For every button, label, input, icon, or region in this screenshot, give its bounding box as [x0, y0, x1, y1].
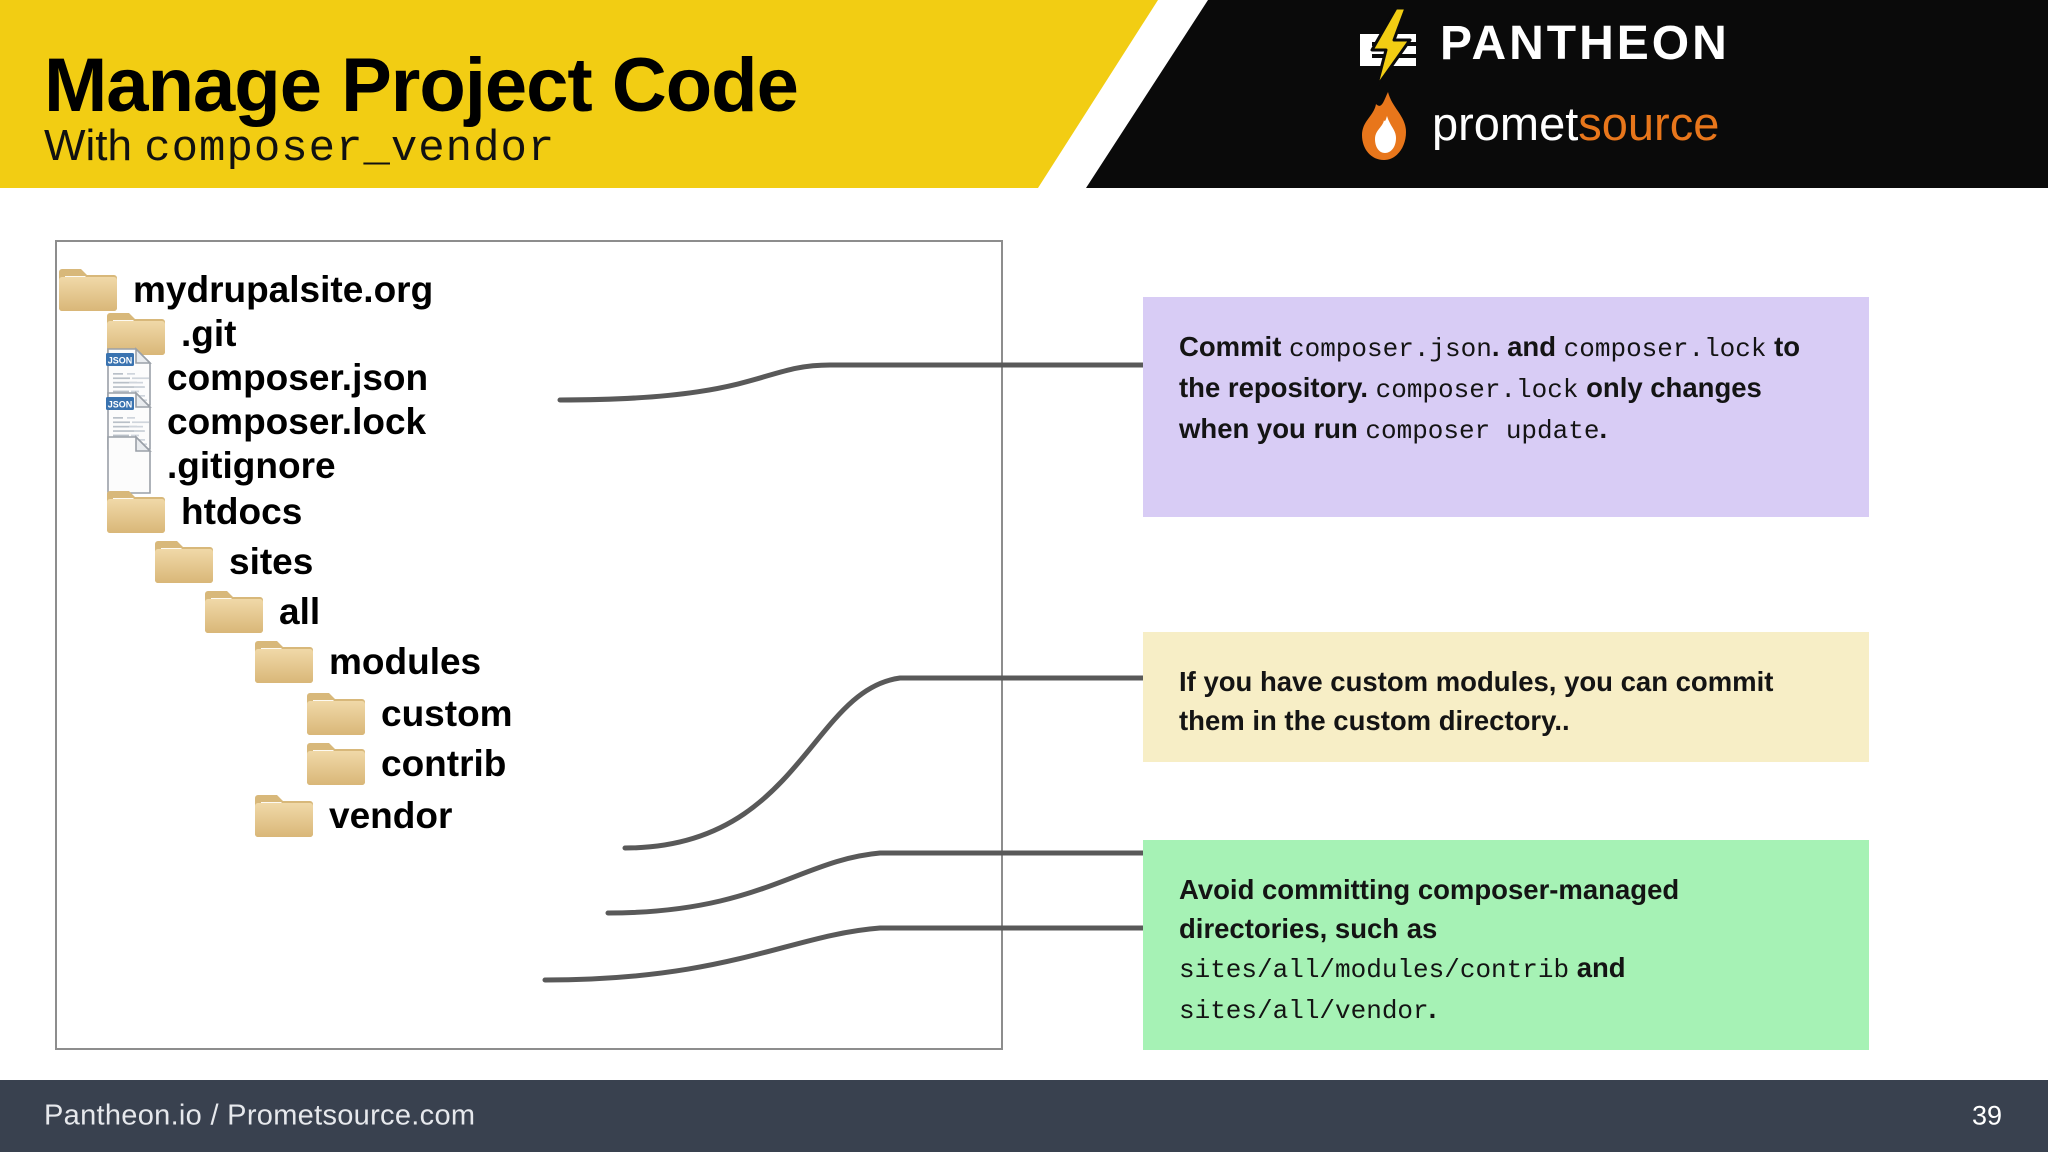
tree-item-label: contrib	[381, 742, 507, 784]
callout-avoid-committing: Avoid committing composer-managed direct…	[1143, 840, 1869, 1050]
tree-item-htdocs[interactable]: htdocs	[105, 482, 302, 540]
flame-icon	[1362, 92, 1406, 160]
inline-text: only changes when you run	[1179, 371, 1762, 444]
callout-text: If you have custom modules, you can comm…	[1179, 662, 1833, 740]
tree-item-vendor[interactable]: vendor	[253, 786, 452, 844]
tree-item-all[interactable]: all	[203, 582, 320, 640]
folder-icon	[255, 641, 313, 683]
callout-text: Avoid committing composer-managed direct…	[1179, 870, 1833, 1030]
inline-code: composer.lock	[1563, 334, 1767, 364]
pantheon-logo: PANTHEON	[1354, 8, 1954, 88]
page-subtitle: With composer_vendor	[44, 121, 556, 174]
tree-item-label: composer.json	[167, 356, 429, 398]
svg-text:JSON: JSON	[108, 355, 133, 365]
page-number: 39	[1971, 1100, 2002, 1131]
inline-code: sites/all/modules/contrib	[1179, 955, 1570, 986]
tree-item-label: .git	[181, 312, 237, 354]
tree-item-label: all	[279, 590, 321, 632]
inline-code: sites/all/vendor	[1179, 996, 1429, 1026]
folder-icon	[205, 591, 263, 633]
folder-icon	[59, 269, 117, 311]
svg-text:JSON: JSON	[108, 399, 133, 409]
file-icon	[107, 435, 152, 494]
footer-links[interactable]: Pantheon.io / Prometsource.com	[44, 1099, 476, 1132]
folder-icon	[107, 313, 165, 355]
folder-icon	[155, 541, 213, 583]
inline-code: composer.json	[1289, 334, 1492, 364]
inline-code: composer.lock	[1375, 374, 1579, 405]
callout-commit-composer-files: Commit composer.json. and composer.lock …	[1143, 297, 1869, 517]
inline-text: to the repository.	[1179, 331, 1801, 403]
tree-item-custom[interactable]: custom	[305, 684, 513, 742]
tree-item-contrib[interactable]: contrib	[305, 734, 506, 792]
logo-stack: PANTHEON prometsource	[1058, 0, 2048, 188]
callout-text: Commit composer.json. and composer.lock …	[1179, 327, 1833, 450]
tree-item-label: composer.lock	[167, 400, 427, 442]
inline-text: .	[1599, 412, 1608, 444]
inline-code: composer update	[1365, 415, 1600, 446]
source-word: source	[1578, 97, 1720, 150]
tree-item-git[interactable]: .git	[105, 304, 236, 362]
folder-icon	[255, 795, 313, 837]
promet-word: promet	[1432, 97, 1579, 150]
inline-text: Commit	[1179, 331, 1289, 362]
callout-custom-modules: If you have custom modules, you can comm…	[1143, 632, 1869, 762]
page-title: Manage Project Code	[44, 43, 799, 128]
tree-item-label: htdocs	[181, 490, 303, 532]
logo-panel	[1086, 0, 2048, 188]
tree-item-label: .gitignore	[167, 444, 336, 486]
tree-item-label: modules	[329, 640, 482, 682]
tree-item-label: sites	[229, 540, 314, 582]
inline-text: and	[1569, 952, 1626, 984]
tree-item-label: custom	[381, 692, 513, 734]
inline-text: .	[1428, 993, 1437, 1024]
folder-icon	[307, 743, 365, 785]
inline-text: If you have custom modules, you can comm…	[1179, 666, 1774, 737]
prometsource-wordmark: prometsource	[1432, 100, 1719, 147]
tree-item-gitignore[interactable]: .gitignore	[105, 435, 336, 494]
pantheon-wordmark: PANTHEON	[1440, 17, 1730, 70]
json-file-icon: JSON	[106, 391, 152, 450]
tree-item-composer-lock[interactable]: JSON composer.lock	[105, 391, 427, 450]
inline-text: Avoid committing composer-managed direct…	[1179, 874, 1680, 945]
slide-footer: Pantheon.io / Prometsource.com 39	[0, 1080, 2048, 1152]
slide-header: Manage Project Code With composer_vendor…	[0, 0, 2048, 188]
tree-item-composer-json[interactable]: JSON composer.json	[105, 347, 429, 406]
lightning-bolt-icon	[1360, 8, 1416, 88]
tree-item-modules[interactable]: modules	[253, 632, 481, 690]
prometsource-logo: prometsource	[1354, 88, 1974, 168]
tree-item-label: vendor	[329, 794, 453, 836]
page-subtitle-code: composer_vendor	[144, 124, 556, 174]
folder-icon	[107, 491, 165, 533]
tree-item-mydrupalsite-org[interactable]: mydrupalsite.org	[57, 260, 433, 318]
inline-text: . and	[1491, 331, 1564, 362]
tree-item-sites[interactable]: sites	[153, 532, 313, 590]
folder-icon	[307, 693, 365, 735]
tree-item-label: mydrupalsite.org	[133, 268, 434, 310]
page-subtitle-prefix: With	[44, 121, 145, 170]
